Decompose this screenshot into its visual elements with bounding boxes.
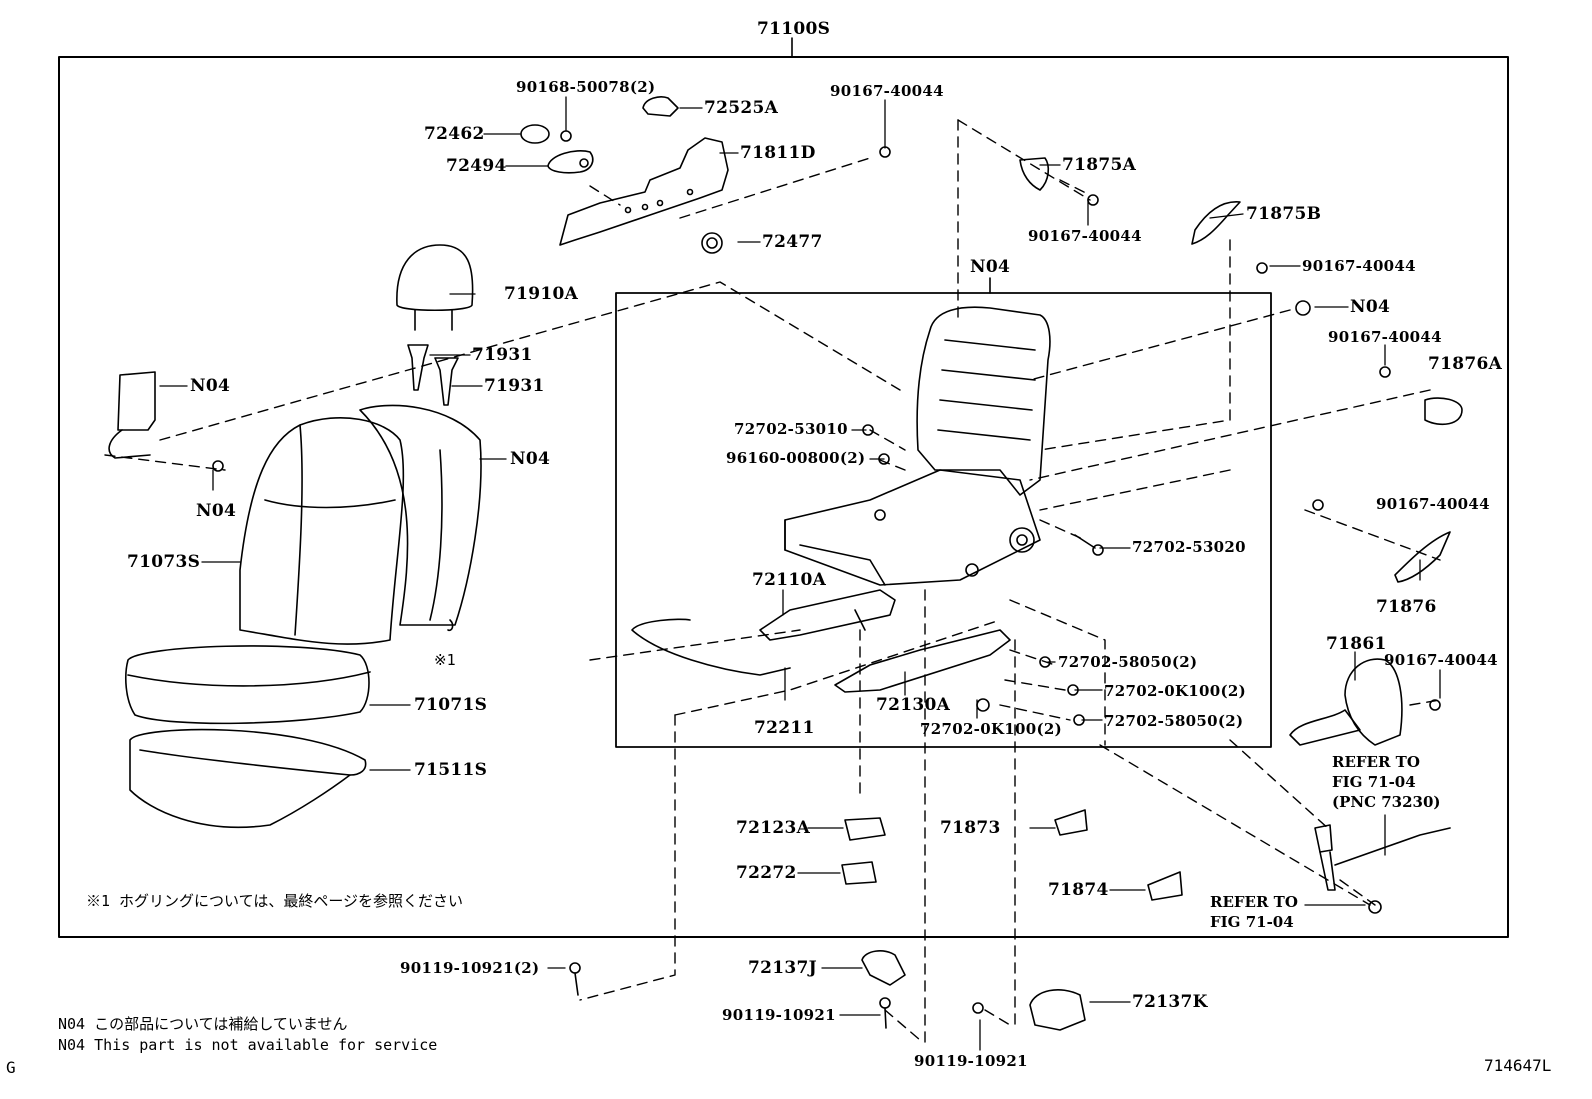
part-label[interactable]: 72702-0K100(2): [920, 720, 1063, 738]
bracket-71875B: [1191, 201, 1268, 274]
bracket-71875A: [1019, 157, 1099, 206]
hogring-mark: [447, 619, 454, 632]
part-label[interactable]: 90167-40044: [1302, 257, 1416, 275]
part-label[interactable]: 71931: [472, 345, 533, 365]
cap-72462: [520, 124, 550, 144]
part-label[interactable]: 72137J: [748, 958, 817, 978]
part-label[interactable]: 90167-40044: [1376, 495, 1490, 513]
part-label[interactable]: N04: [190, 376, 231, 396]
part-label[interactable]: 72137K: [1132, 992, 1208, 1012]
part-label[interactable]: 72702-53010: [734, 420, 848, 438]
clip-72477: [701, 232, 723, 254]
part-label[interactable]: 90167-40044: [830, 82, 944, 100]
part-label[interactable]: 72702-58050(2): [1104, 712, 1244, 730]
wire-72211: [631, 618, 791, 676]
cover-71876A: [1379, 366, 1463, 426]
part-label[interactable]: 72462: [424, 124, 485, 144]
screw-90167-top: [879, 146, 891, 158]
part-label[interactable]: 72477: [762, 232, 823, 252]
n04-note-jp: N04 この部品については補給していません: [58, 1015, 348, 1033]
part-label[interactable]: N04: [196, 501, 237, 521]
part-label[interactable]: 72494: [446, 156, 507, 176]
seat-cushion-pad-71511S: [129, 728, 367, 829]
hogring-mark-label: ※1: [434, 651, 456, 669]
part-label[interactable]: 71071S: [414, 695, 488, 715]
headrest-71910A: [396, 244, 474, 331]
part-label[interactable]: 90119-10921: [722, 1006, 836, 1024]
assembly-frame: [58, 37, 1509, 938]
part-label[interactable]: 71873: [940, 818, 1001, 838]
cover-71861: [1289, 658, 1441, 746]
nut-n04-right: [1295, 300, 1311, 316]
part-label[interactable]: 71931: [484, 376, 545, 396]
cover-72137J: [861, 950, 906, 986]
rail-72130A: [834, 629, 1011, 693]
seatbelt-buckle: [1314, 824, 1451, 914]
nut-n04-left: [212, 460, 224, 472]
guides-71931: [407, 344, 459, 406]
part-label[interactable]: 72211: [754, 718, 815, 738]
assembly-label: 71100S: [757, 19, 831, 39]
recliner-cover-71811D: [559, 137, 729, 246]
part-label[interactable]: 71910A: [504, 284, 579, 304]
hogring-note: ※1 ホグリングについては、最終ページを参照ください: [86, 892, 464, 910]
part-label[interactable]: N04: [970, 257, 1011, 277]
part-label[interactable]: 71861: [1326, 634, 1387, 654]
part-label[interactable]: 72272: [736, 863, 797, 883]
part-label[interactable]: 90168-50078(2): [516, 78, 656, 96]
refer-note-bolt: REFER TO FIG 71-04: [1210, 893, 1298, 931]
part-label[interactable]: 90167-40044: [1328, 328, 1442, 346]
part-label[interactable]: 71876A: [1428, 354, 1503, 374]
part-label[interactable]: 72110A: [752, 570, 827, 590]
leader-lines: [159, 96, 1441, 1051]
cover-71873: [1054, 809, 1088, 836]
page-code: G: [6, 1058, 16, 1077]
seatback-cover-71073S: [239, 417, 405, 645]
part-label[interactable]: 72702-53020: [1132, 538, 1246, 556]
part-label[interactable]: 72525A: [704, 98, 779, 118]
part-label[interactable]: 72702-0K100(2): [1104, 682, 1247, 700]
cover-72137K: [1029, 989, 1086, 1031]
part-label[interactable]: 90119-10921(2): [400, 959, 540, 977]
knob-72494: [547, 150, 594, 174]
n04-note-en: N04 This part is not available for servi…: [58, 1036, 438, 1054]
part-label[interactable]: 71073S: [127, 552, 201, 572]
part-label[interactable]: 71875A: [1062, 155, 1137, 175]
part-label[interactable]: 90167-40044: [1384, 651, 1498, 669]
part-label[interactable]: 71511S: [414, 760, 488, 780]
screw-90168-50078: [560, 130, 572, 142]
rail-72110A: [759, 589, 896, 641]
part-label[interactable]: 90119-10921: [914, 1052, 1028, 1070]
part-label[interactable]: 96160-00800(2): [726, 449, 866, 467]
part-label[interactable]: N04: [510, 449, 551, 469]
seat-frame-assembly: [784, 306, 1051, 586]
cover-71874: [1147, 871, 1183, 901]
part-label[interactable]: 72130A: [876, 695, 951, 715]
figure-id: 714647L: [1484, 1056, 1552, 1075]
cover-72123A: [844, 817, 886, 841]
part-label[interactable]: 71874: [1048, 880, 1109, 900]
cover-72525A: [642, 96, 679, 117]
screws-90119: [569, 962, 984, 1029]
side-module-n04: [108, 371, 156, 459]
seatback-pad-n04: [359, 404, 482, 626]
cover-72272: [841, 861, 877, 885]
part-label[interactable]: 72702-58050(2): [1058, 653, 1198, 671]
part-label[interactable]: 90167-40044: [1028, 227, 1142, 245]
part-label[interactable]: 71811D: [740, 143, 816, 163]
part-label[interactable]: 71876: [1376, 597, 1437, 617]
part-label[interactable]: N04: [1350, 297, 1391, 317]
bolts-72702: [862, 424, 1104, 726]
cover-71876: [1312, 499, 1451, 583]
seat-cushion-cover-71071S: [125, 645, 371, 725]
seat-frame-box: [615, 292, 1272, 748]
part-label[interactable]: 71875B: [1246, 204, 1322, 224]
part-label[interactable]: 72123A: [736, 818, 811, 838]
refer-note-buckle: REFER TO FIG 71-04 (PNC 73230): [1332, 753, 1441, 811]
